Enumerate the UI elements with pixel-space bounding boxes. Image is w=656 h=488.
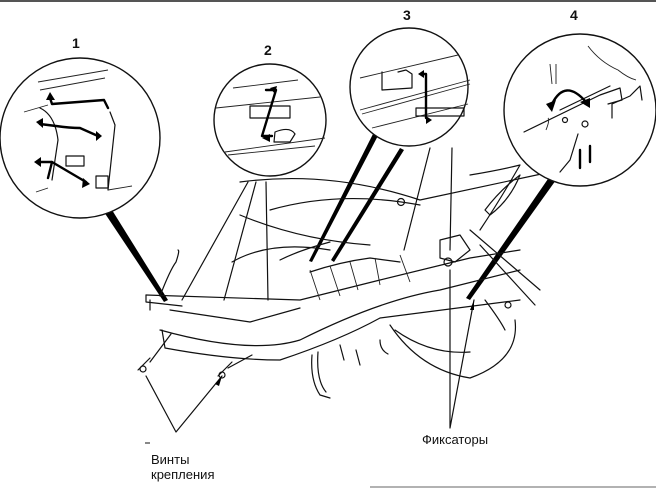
- detail-circle-4: [503, 33, 656, 187]
- scooter-body: [145, 164, 561, 399]
- screws-label-line2: крепления: [151, 467, 215, 482]
- callout-4: 4: [570, 7, 578, 23]
- detail-circle-1: [0, 57, 161, 219]
- callout-3: 3: [403, 7, 411, 23]
- clips-label: Фиксаторы: [422, 432, 489, 447]
- screws: [137, 333, 253, 379]
- label-pointers: [145, 269, 656, 488]
- callout-1: 1: [72, 35, 80, 51]
- leader-3b: [331, 148, 404, 262]
- screws-label-line1: Винты: [151, 452, 190, 467]
- screw-right: [218, 371, 226, 379]
- detail-circle-3: [349, 27, 471, 147]
- leader-4: [466, 176, 556, 300]
- detail-circle-2: [213, 63, 327, 177]
- callout-2: 2: [264, 42, 272, 58]
- leader-1: [104, 210, 168, 302]
- screw-left: [139, 365, 147, 373]
- leader-lines: [104, 128, 556, 302]
- leader-3a: [309, 128, 382, 262]
